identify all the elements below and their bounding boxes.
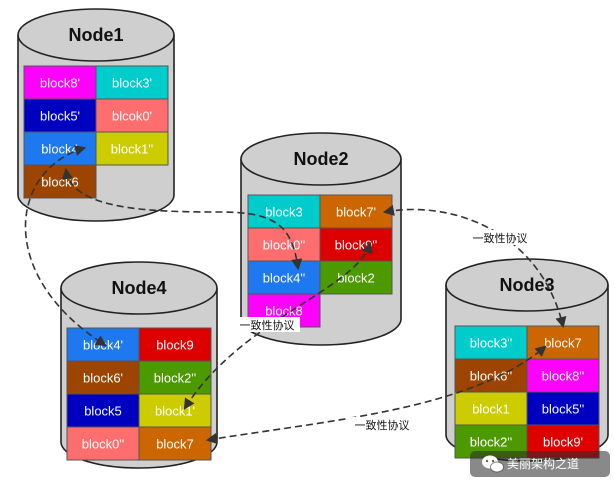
block-label: block5'': [542, 402, 585, 417]
block-label: block3'': [470, 336, 513, 351]
node-title: Node2: [293, 149, 348, 169]
block: blcok0': [95, 98, 169, 133]
consistency-link: [24, 145, 107, 347]
block-label: block9'': [335, 238, 378, 253]
block: block1'': [95, 131, 169, 166]
block: block7: [138, 426, 212, 461]
block-label: block4: [41, 142, 79, 157]
block: block8'': [526, 358, 600, 393]
block-label: block6: [41, 175, 79, 190]
block-cell: [66, 426, 140, 461]
block-label: blcok0': [112, 109, 152, 124]
block-label: block7: [544, 336, 582, 351]
block-label: block9: [156, 338, 194, 353]
node-title: Node4: [111, 278, 166, 298]
block: block3: [247, 194, 321, 229]
block-label: block8'': [542, 369, 585, 384]
block: block9'': [319, 227, 393, 262]
block-label: block1'': [111, 142, 154, 157]
block: block4': [66, 327, 140, 362]
block-label: block0'': [263, 238, 306, 253]
link-label-bg: [234, 317, 300, 332]
consistency-link: [205, 345, 547, 445]
block: block0'': [66, 426, 140, 461]
block: block6'': [454, 358, 528, 393]
block-label: block6': [83, 371, 123, 386]
block-cell: [23, 65, 97, 100]
link-label-bg: [349, 417, 415, 432]
block: block1': [138, 393, 212, 428]
watermark-text: 美丽架构之道: [507, 456, 579, 471]
block-label: block1': [155, 404, 195, 419]
block-label: block4'': [263, 271, 306, 286]
consistency-protocol-label: 一致性协议: [240, 318, 295, 332]
block-cell: [23, 98, 97, 133]
block-label: block2: [337, 271, 375, 286]
block-cell: [95, 65, 169, 100]
wechat-icon: [482, 455, 504, 473]
block-label: block6'': [470, 369, 513, 384]
block: block5': [23, 98, 97, 133]
block: block4'': [247, 260, 321, 295]
node1-cylinder: Node1 block8' block3' block5' blcok0' block4 b…: [17, 8, 175, 222]
node2-cylinder: Node2 block3 block7' block0'' block9'' block4…: [240, 132, 402, 346]
node-title: Node3: [499, 275, 554, 295]
block-cell: [138, 426, 212, 461]
block: block1: [454, 391, 528, 426]
block-label: block2'': [470, 435, 513, 450]
block-cell: [319, 194, 393, 229]
block-cell: [66, 393, 140, 428]
consistency-protocol-label: 一致性协议: [473, 231, 528, 245]
block-label: block8': [40, 76, 80, 91]
block-label: block7': [336, 205, 376, 220]
block-cell: [95, 131, 169, 166]
node-title: Node1: [68, 25, 123, 45]
block: block5'': [526, 391, 600, 426]
block-label: block7: [156, 437, 194, 452]
block: block5: [66, 393, 140, 428]
consistency-protocol-label: 一致性协议: [355, 418, 410, 432]
block: block3'': [454, 325, 528, 360]
watermark: 美丽架构之道: [470, 451, 610, 477]
block: block6': [66, 360, 140, 395]
block: block7': [319, 194, 393, 229]
block: block2'': [138, 360, 212, 395]
block-label: block0'': [82, 437, 125, 452]
block-label: block5': [40, 109, 80, 124]
node4-cylinder: Node4 block4' block9 block6' block2'' block5 b…: [60, 261, 218, 469]
block: block6: [23, 164, 97, 199]
block-label: block3: [265, 205, 303, 220]
block: block8': [23, 65, 97, 100]
block-label: block4': [83, 338, 123, 353]
block-cell: [66, 360, 140, 395]
block-label: block3': [112, 76, 152, 91]
block: block7: [526, 325, 600, 360]
consistency-link: [382, 204, 567, 329]
block-label: block9': [543, 435, 583, 450]
block-label: block2'': [154, 371, 197, 386]
block-label: block5: [84, 404, 122, 419]
block: block9: [138, 327, 212, 362]
cylinder-top: [17, 8, 175, 62]
block: block0'': [247, 227, 321, 262]
block-label: block1: [472, 402, 510, 417]
block: block3': [95, 65, 169, 100]
link-label-bg: [467, 230, 533, 245]
